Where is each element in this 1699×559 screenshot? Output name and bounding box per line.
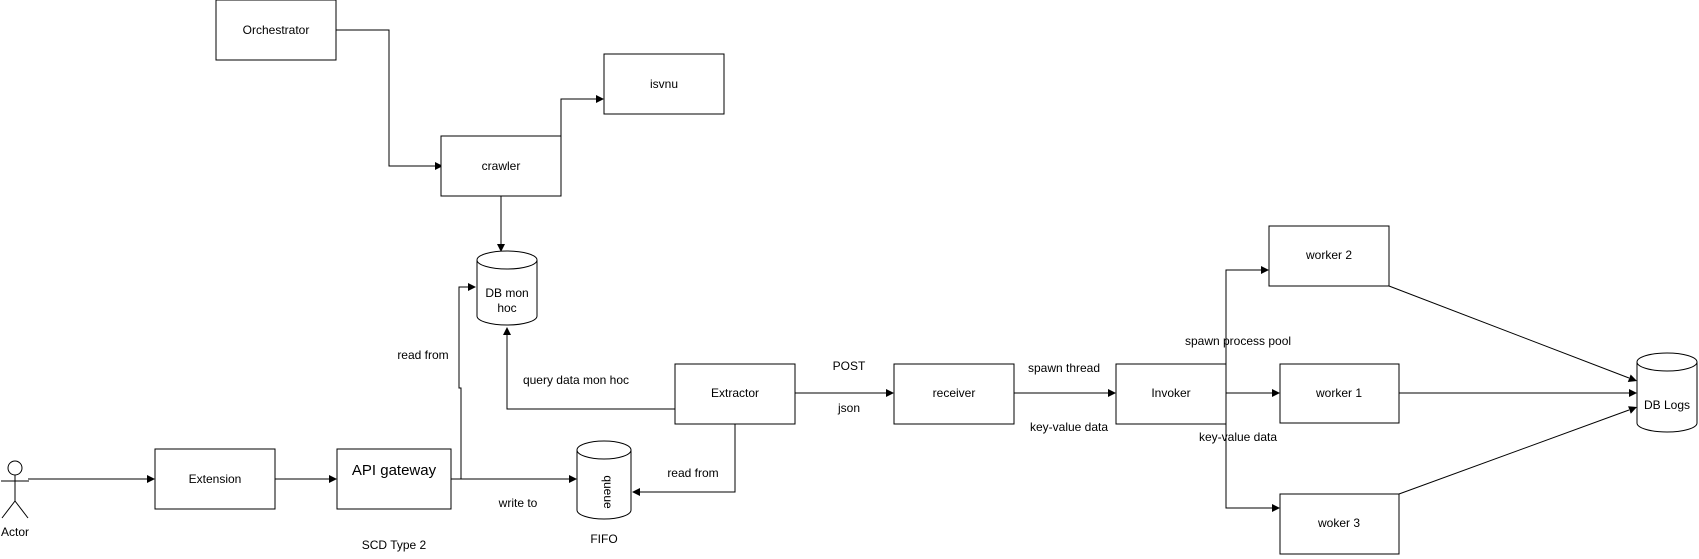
label-read-from-db: read from [397,348,448,362]
edge-crawler-isvnu [560,98,596,136]
db-logs-label: DB Logs [1644,398,1690,412]
node-crawler[interactable]: crawler [440,135,562,197]
label-fifo: FIFO [590,532,617,546]
label-spawn-thread: spawn thread [1028,361,1100,375]
invoker-label: Invoker [1151,386,1190,400]
edge-labels: read from query data mon hoc write to re… [362,334,1291,552]
node-woker-3[interactable]: woker 3 [1279,493,1400,555]
label-scd-type-2: SCD Type 2 [362,538,427,552]
arrowhead [503,327,511,335]
arrowhead [1627,374,1637,382]
arrowhead [497,244,505,252]
node-actor[interactable]: Actor [1,460,29,539]
arrowhead [435,162,443,170]
arrowhead [569,475,577,483]
db-mon-hoc-cylinder-top [476,250,538,270]
edge-orchestrator-crawler [336,29,435,167]
arrowhead [1108,389,1116,397]
queue-label: queue [601,475,615,509]
arrowhead [329,475,337,483]
db-logs-cylinder[interactable] [1636,362,1698,433]
node-extension[interactable]: Extension [154,448,276,510]
edge-woker-3-db-logs [1398,409,1630,495]
api-gateway-label: API gateway [352,462,437,479]
isvnu-box[interactable] [603,53,725,115]
label-json: json [837,401,860,415]
db-mon-hoc-label-line2: hoc [497,301,516,315]
node-api-gateway[interactable]: API gateway [336,448,452,510]
actor-right-leg [14,500,29,519]
orchestrator-label: Orchestrator [243,23,310,37]
edge-extractor-db-mon-hoc [506,335,675,410]
actor-left-leg [1,500,16,519]
edge-worker-2-db-logs [1388,285,1630,379]
arrowhead [468,283,476,291]
arrowhead [1629,389,1637,397]
receiver-label: receiver [933,386,976,400]
arrowhead [1272,504,1280,512]
api-gateway-box[interactable] [336,448,452,510]
worker-1-label: worker 1 [1315,386,1362,400]
node-orchestrator[interactable]: Orchestrator [215,0,337,61]
worker-2-label: worker 2 [1305,248,1352,262]
edges [28,29,1637,512]
arrowhead [1272,389,1280,397]
db-mon-hoc-label-line1: DB mon [485,286,528,300]
node-isvnu[interactable]: isvnu [603,53,725,115]
extractor-label: Extractor [711,386,759,400]
worker-2-box[interactable] [1268,225,1390,287]
arrowhead [596,95,604,103]
extractor-box[interactable] [674,363,796,425]
arrowhead [1628,406,1637,414]
node-db-logs[interactable]: DB Logs [1636,352,1698,433]
node-receiver[interactable]: receiver [893,363,1015,425]
label-key-value-data-receiver: key-value data [1030,420,1108,434]
arrowhead [886,389,894,397]
label-post: POST [833,359,866,373]
node-worker-2[interactable]: worker 2 [1268,225,1390,287]
queue-cylinder[interactable] [576,450,632,520]
db-mon-hoc-cylinder[interactable] [476,260,538,326]
node-worker-1[interactable]: worker 1 [1279,363,1400,424]
node-queue[interactable]: queue [576,440,632,520]
edge-invoker-woker-3 [1225,393,1272,509]
arrowhead [1261,266,1269,274]
node-db-mon-hoc[interactable]: DB mon hoc [476,250,538,326]
woker-3-box[interactable] [1279,493,1400,555]
worker-1-box[interactable] [1279,363,1400,424]
extension-label: Extension [189,472,242,486]
edge-invoker-worker-2 [1225,269,1261,393]
node-invoker[interactable]: Invoker [1115,363,1227,425]
edge-extractor-queue [640,424,736,493]
orchestrator-box[interactable] [215,0,337,61]
node-extractor[interactable]: Extractor [674,363,796,425]
isvnu-label: isvnu [650,77,678,91]
label-key-value-data-invoker: key-value data [1199,430,1277,444]
label-read-from-queue: read from [667,466,718,480]
actor-head[interactable] [7,460,23,476]
queue-cylinder-top [576,440,632,460]
label-write-to: write to [498,496,538,510]
arrowhead [632,488,640,496]
label-query-data-mon-hoc: query data mon hoc [523,373,629,387]
crawler-label: crawler [482,159,521,173]
invoker-box[interactable] [1115,363,1227,425]
arrowhead [147,475,155,483]
crawler-box[interactable] [440,135,562,197]
extension-box[interactable] [154,448,276,510]
woker-3-label: woker 3 [1317,516,1360,530]
edge-api-gateway-db-mon-hoc [451,286,468,480]
receiver-box[interactable] [893,363,1015,425]
label-spawn-process-pool: spawn process pool [1185,334,1291,348]
db-logs-cylinder-top [1636,352,1698,372]
actor-label: Actor [1,525,29,539]
